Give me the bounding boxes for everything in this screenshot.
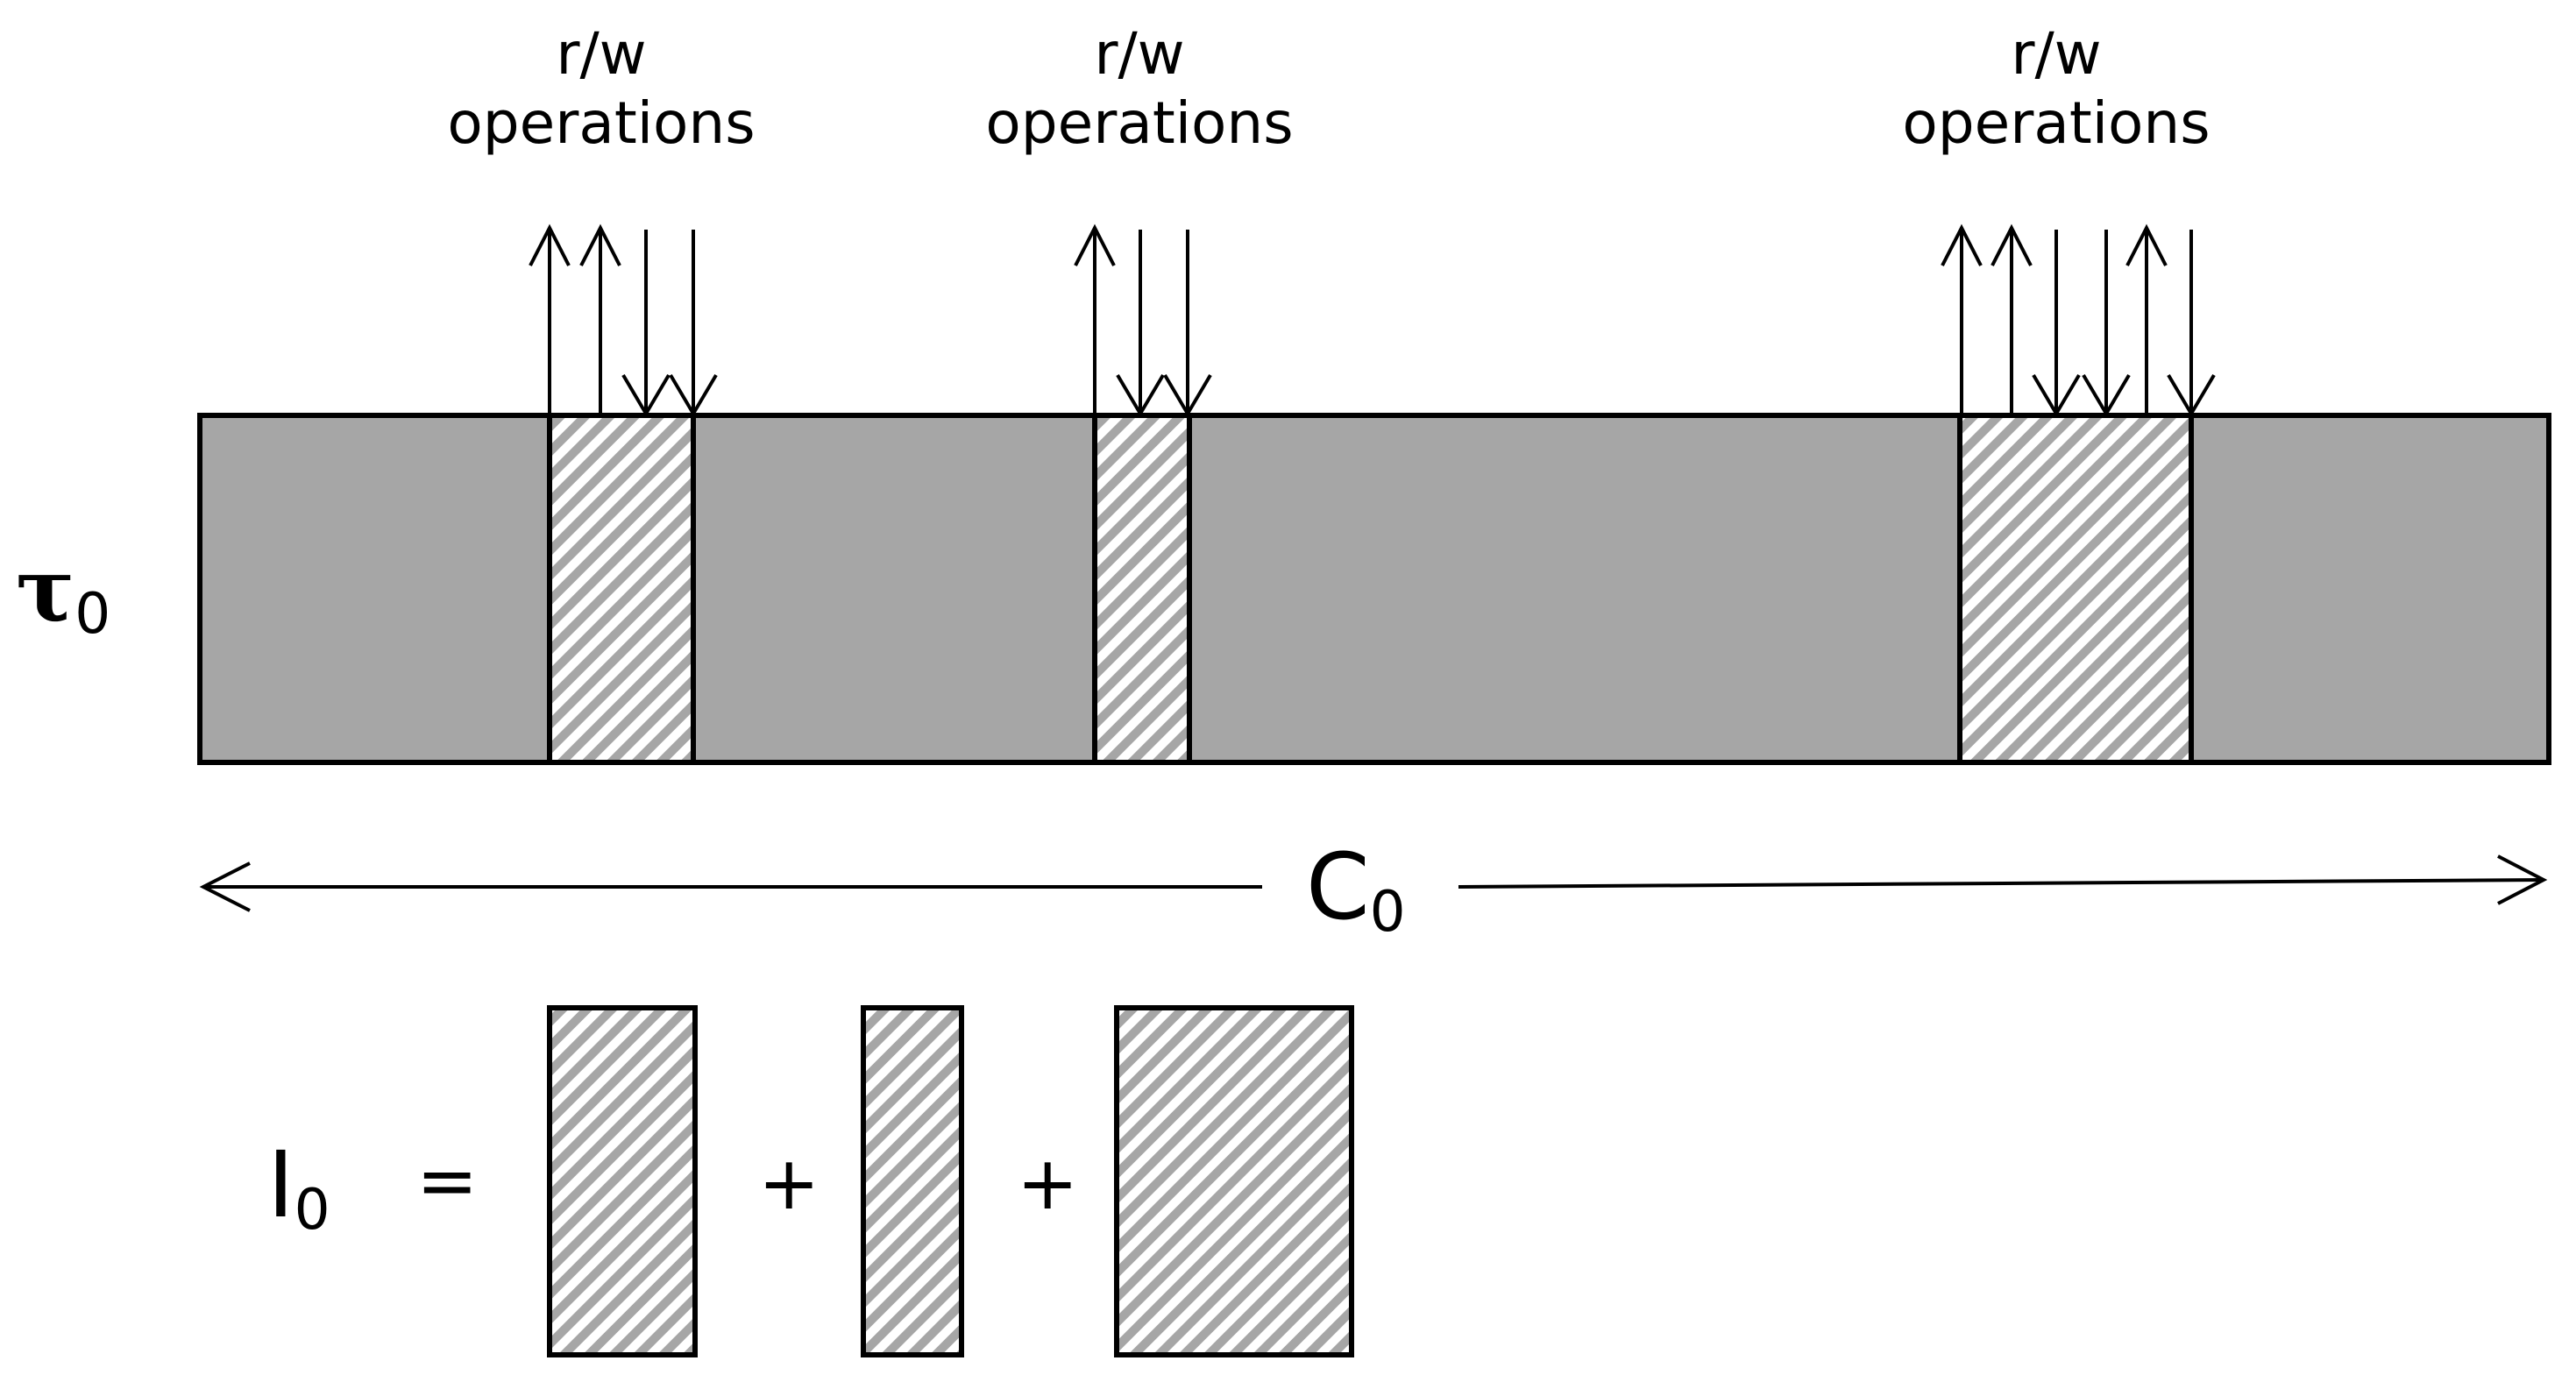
io-subscript: 0 <box>294 1177 330 1244</box>
rw-operations-label-3: r/w operations <box>1902 20 2211 158</box>
plus-sign-1: + <box>758 1140 820 1226</box>
rw-operations-label-2: r/w operations <box>985 20 1294 158</box>
equals-sign: = <box>416 1138 479 1223</box>
period-label: C0 <box>1306 841 1406 940</box>
period-arrow <box>199 854 2548 912</box>
plus-sign-2: + <box>1017 1140 1079 1226</box>
io-segment-2 <box>1092 413 1192 765</box>
task-label: τ0 <box>16 543 110 642</box>
rw-arrows-group-1 <box>529 223 718 417</box>
io-block-1 <box>547 1005 698 1357</box>
period-symbol: C <box>1306 833 1370 940</box>
io-label: I0 <box>267 1139 330 1238</box>
io-symbol: I <box>267 1131 295 1238</box>
task-symbol: τ <box>16 538 75 641</box>
io-block-3 <box>1114 1005 1354 1357</box>
io-segment-3 <box>1957 413 2194 765</box>
rw-arrows-group-2 <box>1074 223 1212 417</box>
io-segment-1 <box>547 413 696 765</box>
rw-operations-label-1: r/w operations <box>447 20 756 158</box>
rw-arrows-group-3 <box>1941 223 2216 417</box>
io-block-2 <box>861 1005 964 1357</box>
task-subscript: 0 <box>75 581 111 648</box>
period-subscript: 0 <box>1369 879 1406 946</box>
